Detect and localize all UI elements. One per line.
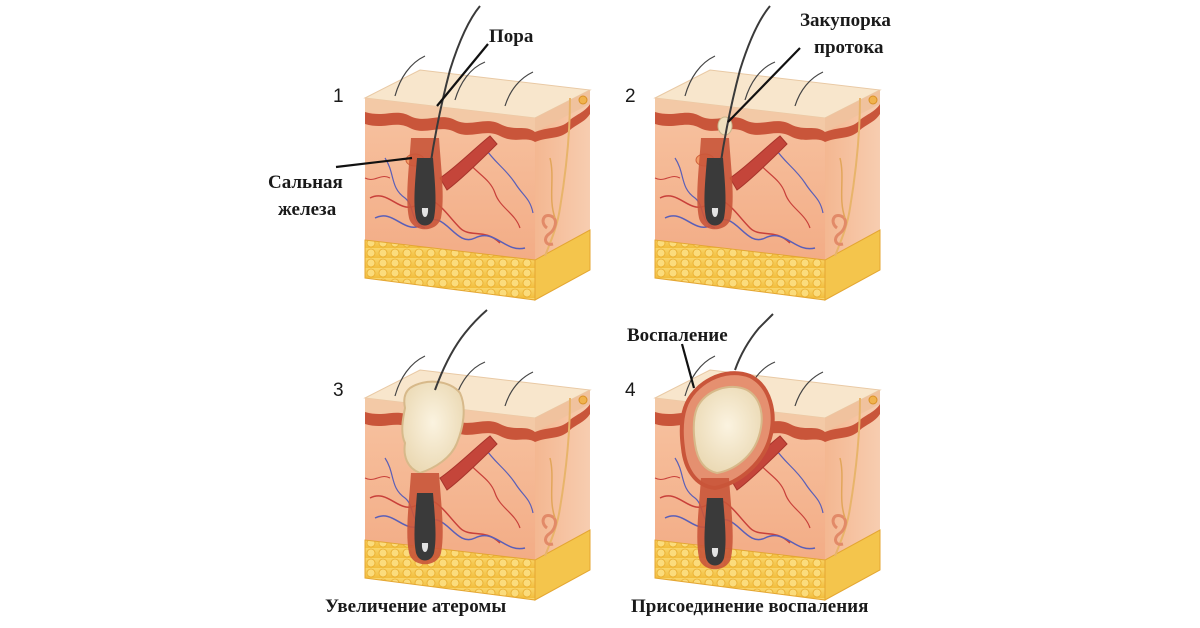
hair-strand — [734, 313, 774, 371]
blockage-label-line2: протока — [814, 37, 884, 58]
hair-strand — [434, 309, 488, 391]
blockage-label-line1: Закупорка — [800, 10, 891, 31]
panel-number-4: 4 — [625, 380, 636, 401]
gland-label-line1: Сальная — [268, 172, 343, 193]
hair-strand — [424, 5, 481, 209]
gland-label-line2: железа — [278, 199, 337, 220]
pore-label: Пора — [489, 26, 534, 47]
inflammation-leader-line — [680, 343, 696, 389]
inflammation-label: Воспаление — [627, 325, 728, 346]
hair-strand — [714, 5, 771, 209]
panel-number-1: 1 — [333, 86, 344, 107]
panel-1 — [363, 5, 592, 302]
panel-4 — [653, 313, 882, 602]
pore-leader-line — [436, 43, 489, 107]
gland-leader-line — [335, 156, 413, 169]
panel-number-2: 2 — [625, 86, 636, 107]
blockage-leader-line — [727, 47, 801, 123]
caption-right: Присоединение воспаления — [631, 596, 868, 617]
panel-number-3: 3 — [333, 380, 344, 401]
atheroma-cyst — [692, 385, 763, 475]
caption-left: Увеличение атеромы — [325, 596, 506, 617]
panel-3 — [363, 309, 592, 602]
